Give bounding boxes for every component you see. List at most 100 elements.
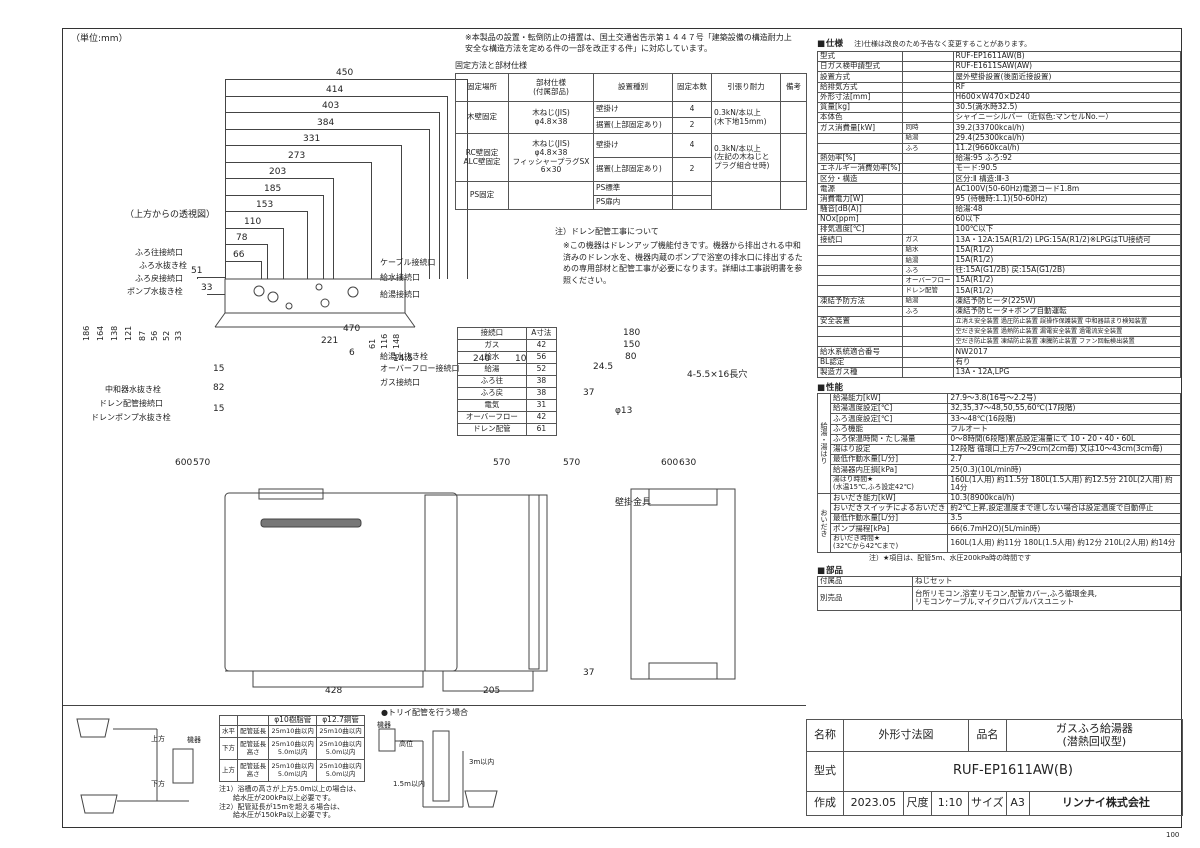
elevation-dim-label: φ13 (615, 406, 633, 416)
spec-value: 往:15A(G1/2B) 戻:15A(G1/2B) (952, 264, 1182, 277)
bath-cell: 配管延長 高さ (236, 737, 270, 760)
dim-line (197, 277, 225, 278)
spec-sublabel (902, 112, 954, 124)
bath-cell: 水平 (219, 725, 238, 738)
spec-value: NW2017 (952, 346, 1182, 358)
spec-title: 仕様 (817, 37, 843, 49)
size-label: サイズ (968, 791, 1007, 816)
label-water-inlet: 給水接続口 (380, 273, 420, 282)
spec-value: 区分:Ⅱ 構造:Ⅲ-3 (952, 173, 1182, 185)
perf-side-label: おいだき (816, 492, 832, 553)
elevation-dim-label: 470 (343, 324, 361, 334)
spec-sublabel (902, 346, 954, 358)
perf-row: 給湯器内圧損[kPa]25(0.3)(10L/min時) (818, 464, 1181, 476)
elevation-dim-label: 24.5 (593, 362, 614, 372)
spec-row: 空だき防止装置 凍結防止装置 凍騰防止装置 ファン回転検出装置 (816, 336, 1182, 348)
elevation-dim-label: 4-5.5×16長穴 (687, 370, 748, 380)
perf-row: おいだき時間★ (32℃から42℃まで)160L(1人用) 約11分 180L(… (818, 533, 1181, 553)
spec-label (816, 132, 904, 144)
perf-label: 給湯温度設定[℃] (830, 403, 949, 415)
top-dim-label: 203 (269, 167, 287, 177)
spec-label: NOx[ppm] (816, 213, 904, 226)
elevation-dim-label: 630 (679, 458, 697, 468)
bath-diagram (76, 718, 194, 814)
spec-sublabel: ふろ (902, 305, 954, 317)
fix-kind: 据置(上部固定あり) (593, 117, 673, 134)
dim-leader (307, 211, 308, 279)
top-dim-label: 51 (191, 266, 203, 276)
perf-label: 湯はり設定 (830, 443, 949, 456)
bath-cell: 下方 (219, 737, 238, 760)
label-bath-drain-plug: ふろ水抜き栓 (139, 261, 187, 270)
top-dim-label: 403 (322, 101, 340, 111)
perf-value: 10.3(8900kcal/h) (947, 492, 1181, 504)
spec-sublabel (902, 71, 954, 83)
spec-row: エネルギー消費効率[%]モード:90.5 (816, 163, 1182, 175)
spec-sublabel (902, 50, 954, 63)
top-dim-label: 66 (233, 249, 245, 260)
fix-place: RC壁固定 ALC壁固定 (455, 133, 509, 182)
dim-line (225, 95, 447, 97)
spec-row: 熱効率[%]給湯:95 ふろ:92 (816, 152, 1182, 165)
fix-header: 引張り耐力 (711, 73, 781, 102)
spec-sublabel: ふろ (902, 142, 954, 154)
spec-value: 60以下 (952, 213, 1182, 226)
bath-cell: 配管延長 (236, 725, 270, 738)
elevation-dim-label: 14.5 (393, 354, 414, 364)
perf-value: 33～48℃(16段階) (947, 413, 1181, 425)
spec-row: 騒音[dB(A)]給湯:48 (816, 203, 1182, 216)
dim-leader (439, 112, 440, 279)
spec-sublabel (902, 193, 954, 205)
elevation-dim-label: 6 (349, 348, 355, 358)
perf-value: 66(6.7mH2O)(5L/min時) (947, 523, 1181, 535)
perf-table: 給湯・湯はり給湯能力[kW]27.9～3.8(16号～2.2号)給湯温度設定[℃… (816, 392, 1181, 553)
spec-value: 95 (待機時:1.1)(50-60Hz) (952, 193, 1182, 205)
dim-line (225, 244, 267, 245)
spec-note: 注)仕様は改良のため予告なく変更することがあります。 (854, 40, 1032, 48)
elevation-dim-label: 221 (321, 336, 339, 346)
spec-label (816, 244, 904, 256)
perf-value: 12段階 循環口上方7～29cm(2cm毎) 又は10～43cm(3cm毎) (947, 443, 1181, 456)
dim-line (225, 194, 323, 196)
fix-place: 木壁固定 (455, 101, 509, 134)
trap-label-3m: 3m以内 (469, 758, 495, 766)
dim-line (207, 293, 225, 295)
bath-cell: 25m10曲以内 5.0m以内 (316, 759, 365, 782)
spec-sublabel: 給湯 (902, 254, 954, 266)
perf-row: 最低作動水量[L/分]2.7 (818, 454, 1181, 466)
perf-footnote: 注）★項目は、配管5m、水圧200kPa時の時間です (869, 553, 1032, 562)
elevation-dim-label: 428 (325, 686, 343, 696)
label-bath-return: ふろ戻接続口 (135, 274, 183, 283)
spec-label: 設置方式 (816, 71, 904, 83)
fix-header: 備考 (780, 73, 807, 102)
fix-header: 部材仕様 (付属部品) (508, 73, 594, 102)
dim-line (225, 145, 401, 146)
elevation-dim-label: 205 (483, 686, 501, 696)
perf-value: 160L(1人用) 約11.5分 180L(1.5人用) 約12.5分 210L… (947, 474, 1181, 494)
elevation-dim-label: 82 (213, 383, 225, 393)
fix-kind: 据置(上部固定あり) (593, 157, 673, 182)
spec-label: 給排気方式 (816, 81, 904, 93)
spec-sublabel: 給湯 (902, 295, 954, 307)
dim-line (225, 260, 261, 262)
parts-title: 部品 (817, 564, 1181, 576)
bath-label-up: 上方 (151, 735, 165, 743)
elevation-dim-label: 37 (583, 388, 595, 398)
perf-value: 2.7 (947, 454, 1181, 466)
spec-label (816, 254, 904, 266)
top-dim-label: 331 (303, 134, 321, 144)
bath-cell: 25m10曲以内 5.0m以内 (268, 759, 318, 782)
conn-value: 61 (525, 423, 558, 436)
spec-value: H600×W470×D240 (952, 91, 1182, 103)
install-note: ※本製品の設置・転倒防止の措置は、国土交通省告示第１４４７号「建築設備の構造耐力… (465, 33, 792, 53)
fix-spec: 木ねじ(JIS) φ4.8×38 (508, 101, 594, 134)
fix-header: 固定場所 (455, 73, 509, 102)
fix-force: 0.3kN/本以上 (木下地15mm) (711, 101, 781, 134)
top-dim-label: 450 (336, 68, 354, 78)
spec-value: 15A(R1/2) (952, 254, 1182, 266)
